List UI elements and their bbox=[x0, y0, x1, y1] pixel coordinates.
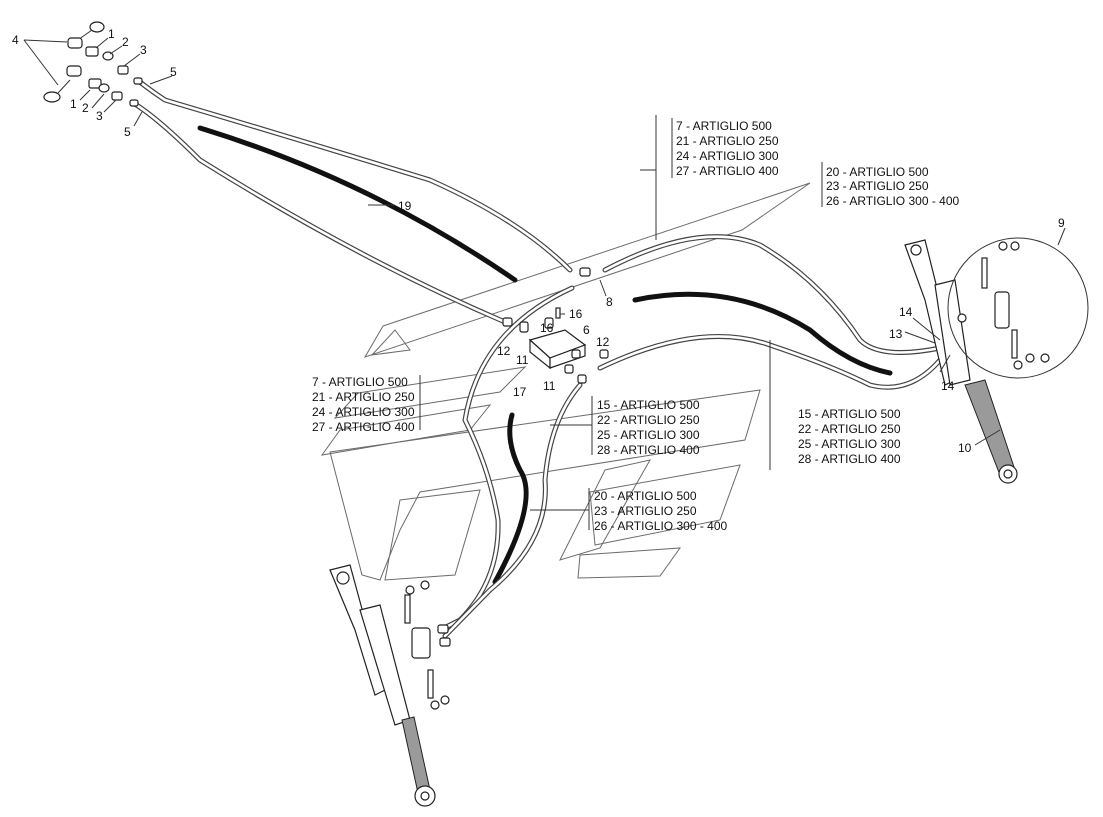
label-group-lower-center: 20 - ARTIGLIO 500 23 - ARTIGLIO 250 26 -… bbox=[594, 489, 728, 533]
callout-10: 10 bbox=[958, 441, 972, 455]
label-left-2: 21 - ARTIGLIO 250 bbox=[312, 390, 415, 404]
label-upper-right-1: 20 - ARTIGLIO 500 bbox=[826, 165, 929, 179]
label-lower-center-1: 20 - ARTIGLIO 500 bbox=[594, 489, 697, 503]
quick-coupler-parts bbox=[43, 21, 143, 107]
left-cylinder bbox=[329, 564, 451, 807]
callout-16: 16 bbox=[569, 307, 583, 321]
callout-12: 12 bbox=[596, 335, 610, 349]
label-center-3: 25 - ARTIGLIO 300 bbox=[597, 428, 700, 442]
label-right-2: 22 - ARTIGLIO 250 bbox=[798, 422, 901, 436]
hose-19-marker bbox=[197, 125, 518, 283]
label-top-1: 7 - ARTIGLIO 500 bbox=[676, 119, 772, 133]
callout-16: 16 bbox=[540, 321, 554, 335]
label-left-3: 24 - ARTIGLIO 300 bbox=[312, 405, 415, 419]
label-group-left: 7 - ARTIGLIO 500 21 - ARTIGLIO 250 24 - … bbox=[312, 375, 415, 434]
label-center-4: 28 - ARTIGLIO 400 bbox=[597, 443, 700, 457]
label-upper-right-2: 23 - ARTIGLIO 250 bbox=[826, 179, 929, 193]
label-lower-center-3: 26 - ARTIGLIO 300 - 400 bbox=[594, 519, 728, 533]
callout-2: 2 bbox=[122, 35, 129, 49]
callout-2: 2 bbox=[82, 101, 89, 115]
callout-14: 14 bbox=[899, 305, 913, 319]
label-upper-right-3: 26 - ARTIGLIO 300 - 400 bbox=[826, 194, 960, 208]
callout-numbers: 4 1 2 3 5 1 2 3 5 19 8 16 16 12 11 6 12 … bbox=[12, 27, 1065, 455]
callout-8: 8 bbox=[606, 295, 613, 309]
callout-11: 11 bbox=[543, 379, 556, 393]
label-group-upper-right: 20 - ARTIGLIO 500 23 - ARTIGLIO 250 26 -… bbox=[826, 165, 960, 208]
label-top-2: 21 - ARTIGLIO 250 bbox=[676, 134, 779, 148]
callout-12: 12 bbox=[497, 344, 511, 358]
label-center-1: 15 - ARTIGLIO 500 bbox=[597, 398, 700, 412]
label-lower-center-2: 23 - ARTIGLIO 250 bbox=[594, 504, 697, 518]
callout-9: 9 bbox=[1058, 216, 1065, 230]
label-right-4: 28 - ARTIGLIO 400 bbox=[798, 452, 901, 466]
watermark-logo bbox=[320, 182, 811, 581]
callout-1: 1 bbox=[108, 27, 115, 41]
label-right-1: 15 - ARTIGLIO 500 bbox=[798, 407, 901, 421]
callout-19: 19 bbox=[398, 199, 412, 213]
callout-11: 11 bbox=[516, 353, 529, 367]
hose-center-marker bbox=[632, 291, 893, 376]
valve-block bbox=[502, 267, 609, 384]
callout-1: 1 bbox=[70, 97, 77, 111]
label-top-4: 27 - ARTIGLIO 400 bbox=[676, 164, 779, 178]
callout-5: 5 bbox=[170, 65, 177, 79]
label-group-top: 7 - ARTIGLIO 500 21 - ARTIGLIO 250 24 - … bbox=[671, 118, 779, 178]
detail-circle bbox=[947, 237, 1089, 379]
callout-17: 17 bbox=[513, 385, 527, 399]
label-right-3: 25 - ARTIGLIO 300 bbox=[798, 437, 901, 451]
label-group-right: 15 - ARTIGLIO 500 22 - ARTIGLIO 250 25 -… bbox=[798, 407, 901, 466]
callout-5: 5 bbox=[124, 125, 131, 139]
label-left-4: 27 - ARTIGLIO 400 bbox=[312, 420, 415, 434]
label-left-1: 7 - ARTIGLIO 500 bbox=[312, 375, 408, 389]
leader-lines bbox=[23, 37, 1066, 530]
callout-6: 6 bbox=[583, 323, 590, 337]
callout-3: 3 bbox=[140, 43, 147, 57]
label-top-3: 24 - ARTIGLIO 300 bbox=[676, 149, 779, 163]
callout-13: 13 bbox=[889, 327, 903, 341]
label-group-center: 15 - ARTIGLIO 500 22 - ARTIGLIO 250 25 -… bbox=[597, 398, 700, 457]
callout-14: 14 bbox=[941, 379, 955, 393]
callout-3: 3 bbox=[96, 109, 103, 123]
hose-lower-marker bbox=[492, 412, 529, 585]
label-center-2: 22 - ARTIGLIO 250 bbox=[597, 413, 700, 427]
callout-4: 4 bbox=[12, 33, 19, 47]
hoses bbox=[132, 79, 943, 639]
